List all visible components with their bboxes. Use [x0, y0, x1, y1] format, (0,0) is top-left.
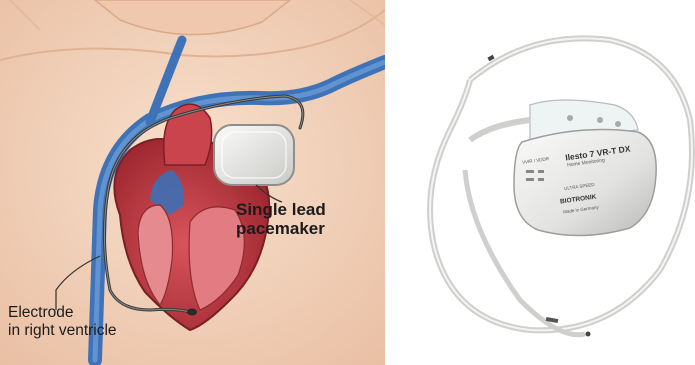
electrode-tip [187, 309, 197, 316]
pacemaker-label-line2: pacemaker [236, 219, 326, 238]
pacemaker-label-line1: Single lead [236, 200, 326, 219]
electrode-label-line1: Electrode [8, 304, 117, 322]
pacemaker-device [214, 125, 294, 185]
pacemaker-label: Single lead pacemaker [236, 200, 326, 238]
device-photo: Ilesto 7 VR-T DX Home Monitoring VVIR / … [410, 0, 695, 365]
device-drawing [410, 0, 695, 365]
electrode-label: Electrode in right ventricle [8, 304, 117, 339]
pacemaker-illustration: Single lead pacemaker Electrode in right… [0, 0, 385, 365]
electrode-label-line2: in right ventricle [8, 322, 117, 340]
